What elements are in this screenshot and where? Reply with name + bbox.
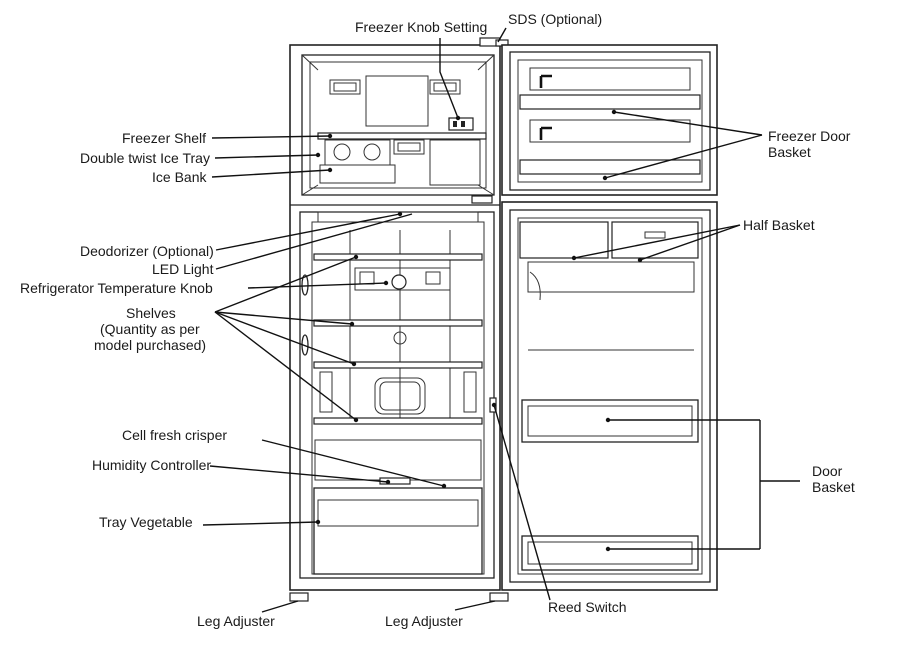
label-deodorizer: Deodorizer (Optional) [80, 243, 214, 259]
label-cell-fresh-crisper: Cell fresh crisper [122, 427, 227, 443]
ice-bank [319, 164, 396, 184]
deodorizer [317, 211, 479, 223]
label-leg-adjuster-right: Leg Adjuster [385, 613, 463, 629]
door-basket-upper [521, 399, 699, 443]
label-refrigerator-temperature-knob: Refrigerator Temperature Knob [20, 280, 213, 296]
freezer-door [501, 44, 718, 196]
label-double-twist-ice-tray: Double twist Ice Tray [80, 150, 210, 166]
label-door-basket-2: Basket [812, 479, 855, 495]
refrigerator-temp-knob [391, 274, 407, 290]
label-shelves-2: (Quantity as per [100, 321, 200, 337]
shelf-2 [313, 319, 483, 327]
label-half-basket: Half Basket [743, 217, 815, 233]
leg-adjuster-right-part [489, 592, 509, 602]
label-door-basket-1: Door [812, 463, 843, 479]
shelf-3 [313, 361, 483, 369]
label-shelves-3: model purchased) [94, 337, 206, 353]
refrigerator-door [489, 201, 718, 591]
label-reed-switch: Reed Switch [548, 599, 627, 615]
half-basket-left [519, 221, 609, 259]
label-tray-vegetable: Tray Vegetable [99, 514, 193, 530]
labels: Freezer Knob Setting SDS (Optional) Free… [20, 11, 855, 629]
shelf-1 [313, 253, 483, 261]
leg-adjuster-left-part [289, 592, 309, 602]
label-leg-adjuster-left: Leg Adjuster [197, 613, 275, 629]
label-shelves-1: Shelves [126, 305, 176, 321]
freezer-shelf [317, 132, 487, 140]
label-freezer-door-basket-1: Freezer Door [768, 128, 851, 144]
tray-vegetable [313, 487, 483, 575]
door-basket-lower [521, 535, 699, 571]
freezer-compartment [301, 54, 495, 196]
label-freezer-door-basket-2: Basket [768, 144, 811, 160]
refrigerator-compartment [299, 211, 495, 579]
half-basket-right [611, 221, 699, 259]
label-humidity-controller: Humidity Controller [92, 457, 211, 473]
label-led-light: LED Light [152, 261, 214, 277]
freezer-door-basket-1 [519, 94, 701, 110]
leader-lines [202, 27, 800, 613]
refrigerator-illustration [289, 37, 718, 602]
label-ice-bank: Ice Bank [152, 169, 207, 185]
shelf-4 [313, 417, 483, 425]
refrigerator-temp-knob-housing [354, 267, 451, 291]
label-freezer-shelf: Freezer Shelf [122, 130, 206, 146]
label-freezer-knob-setting: Freezer Knob Setting [355, 19, 487, 35]
label-sds: SDS (Optional) [508, 11, 602, 27]
freezer-door-basket-2 [519, 159, 701, 175]
